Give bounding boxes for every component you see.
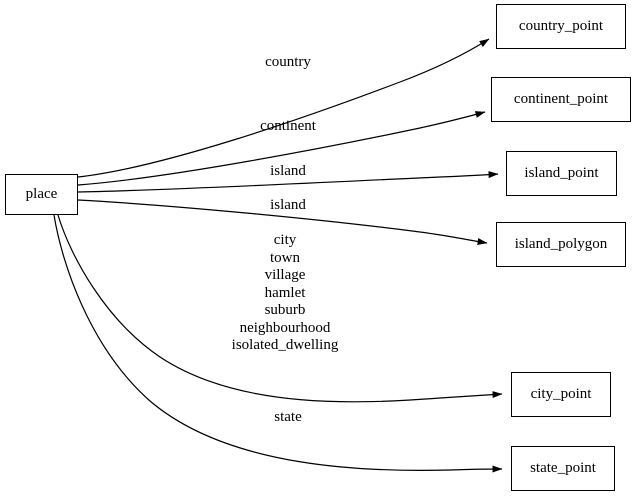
- edge-place-island_point: [77, 171, 499, 193]
- edge-place-continent_point: [77, 111, 486, 186]
- node-label: continent_point: [513, 91, 609, 107]
- edge-place-country_point: [77, 38, 490, 178]
- edge-label-line: continent: [260, 118, 316, 134]
- node-place[interactable]: place: [5, 174, 78, 215]
- node-state_point[interactable]: state_point: [511, 446, 615, 491]
- edge-label-line: city: [273, 232, 297, 248]
- edge-label-line: village: [264, 267, 306, 283]
- edge-label-line: town: [270, 249, 300, 266]
- node-label: island_polygon: [514, 236, 608, 252]
- node-island_polygon[interactable]: island_polygon: [496, 222, 626, 267]
- node-label: island_point: [524, 165, 599, 181]
- edge-label-line: suburb: [264, 302, 306, 318]
- edge-place-state_point: [53, 214, 503, 473]
- edge-label-line: isolated_dwelling: [231, 337, 339, 353]
- edge-place-island_polygon: [77, 199, 488, 245]
- node-continent_point[interactable]: continent_point: [491, 77, 631, 122]
- node-label: state_point: [530, 460, 596, 476]
- edge-place-state_point-label: state: [274, 410, 302, 425]
- node-city_point[interactable]: city_point: [511, 372, 611, 417]
- edge-label-line: state: [274, 409, 302, 425]
- edge-place-island_polygon-label: island: [270, 198, 306, 213]
- edge-label-line: island: [270, 163, 306, 179]
- edge-place-island_point-label: island: [270, 164, 306, 179]
- node-label: city_point: [530, 386, 592, 402]
- edge-label-line: hamlet: [264, 284, 306, 301]
- node-label: place: [25, 186, 58, 202]
- edge-place-continent_point-label: continent: [260, 119, 316, 134]
- edge-place-country_point-label: country: [265, 55, 311, 70]
- edge-label-line: neighbourhood: [239, 319, 331, 336]
- edge-label-line: island: [270, 197, 306, 213]
- node-country_point[interactable]: country_point: [496, 4, 626, 49]
- edge-place-city_point: [57, 214, 503, 403]
- node-island_point[interactable]: island_point: [506, 151, 617, 196]
- edge-label-line: country: [265, 54, 311, 70]
- node-label: country_point: [518, 18, 604, 34]
